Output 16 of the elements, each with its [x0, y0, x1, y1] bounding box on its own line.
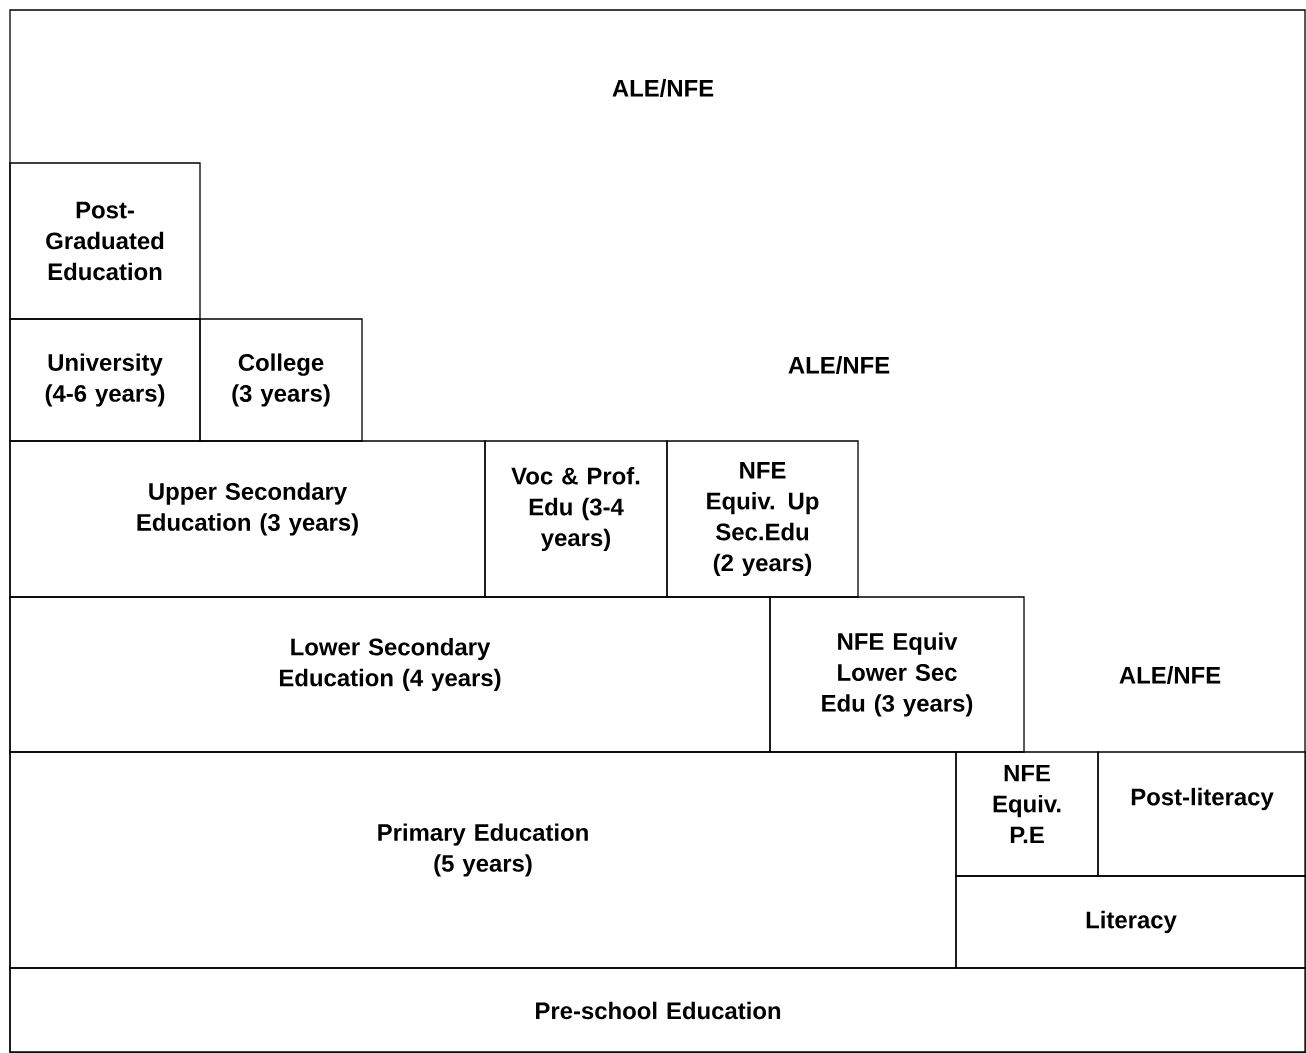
education-box: Literacy [955, 875, 1306, 969]
education-box: Pre-school Education [9, 967, 1306, 1053]
education-box: Post-Graduated Education [9, 162, 201, 320]
region-label: ALE/NFE [612, 79, 714, 97]
education-box: Primary Education (5 years) [9, 751, 957, 969]
education-box: NFE Equiv. P.E [955, 751, 1099, 877]
education-box: NFE Equiv. Up Sec.Edu (2 years) [666, 440, 859, 598]
education-box: Voc & Prof. Edu (3-4 years) [484, 440, 668, 598]
region-label: ALE/NFE [788, 356, 890, 374]
education-box: College (3 years) [199, 318, 363, 442]
education-box: NFE Equiv Lower Sec Edu (3 years) [769, 596, 1025, 753]
region-label: ALE/NFE [1119, 666, 1221, 684]
education-box: University (4-6 years) [9, 318, 201, 442]
education-box: Post-literacy [1097, 751, 1306, 877]
education-box: Lower Secondary Education (4 years) [9, 596, 771, 753]
education-box: Upper Secondary Education (3 years) [9, 440, 486, 598]
